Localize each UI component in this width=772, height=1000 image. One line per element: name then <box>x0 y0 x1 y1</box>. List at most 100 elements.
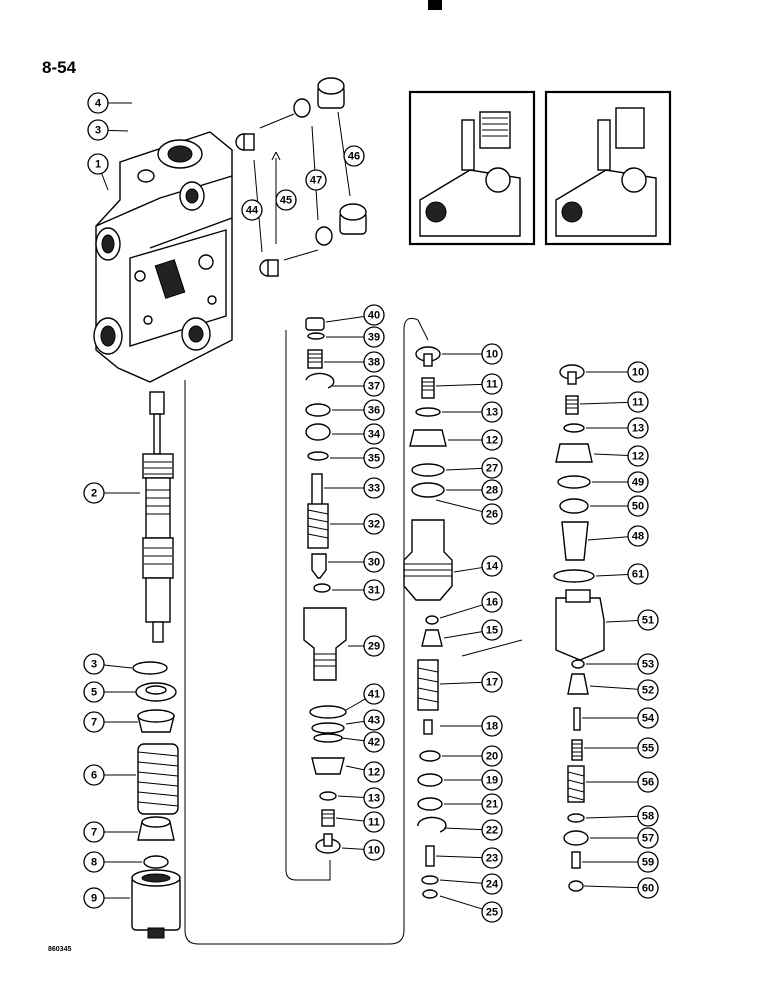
inset-image-right <box>544 90 672 246</box>
o-ring-47-upper <box>293 98 311 118</box>
callout-29: 29 <box>348 635 385 657</box>
callout-number: 13 <box>632 423 644 435</box>
callout-52: 52 <box>589 679 659 701</box>
callout-54: 54 <box>582 707 659 729</box>
callout-circle <box>363 351 385 373</box>
spool <box>142 391 174 643</box>
callout-50: 50 <box>590 495 649 517</box>
callout-number: 7 <box>91 717 97 729</box>
callout-18: 18 <box>440 715 503 737</box>
callout-number: 58 <box>642 811 654 823</box>
callout-number: 59 <box>642 857 654 869</box>
callout-circle <box>363 326 385 348</box>
callout-58: 58 <box>585 805 659 827</box>
callout-circle <box>83 681 105 703</box>
callout-26: 26 <box>435 499 503 525</box>
callout-circle <box>363 447 385 469</box>
callout-circle <box>481 401 503 423</box>
callout-22: 22 <box>443 819 503 841</box>
callout-12b: 12 <box>448 429 503 451</box>
callout-circle <box>83 653 105 675</box>
callout-36: 36 <box>332 399 385 421</box>
callout-40: 40 <box>325 304 385 326</box>
phantom-outline-inner <box>285 330 331 881</box>
callout-59: 59 <box>582 851 659 873</box>
callout-circle <box>343 145 365 167</box>
callout-61: 61 <box>595 563 649 585</box>
callout-leader <box>439 604 483 619</box>
spring-6 <box>137 743 179 815</box>
callout-circle <box>363 787 385 809</box>
plug-44-upper <box>235 133 255 151</box>
callout-leader <box>443 827 483 831</box>
callout-circle <box>481 429 503 451</box>
callout-30: 30 <box>328 551 385 573</box>
callout-circle <box>627 391 649 413</box>
callout-circle <box>637 877 659 899</box>
callout-60: 60 <box>583 877 659 899</box>
o-ring-3-lower <box>132 661 168 675</box>
callout-circle <box>363 683 385 705</box>
callout-number: 28 <box>486 485 498 497</box>
inset-image-left <box>408 90 536 246</box>
callout-circle <box>481 793 503 815</box>
cap-9 <box>131 869 181 939</box>
callout-circle <box>87 92 109 114</box>
callout-leader <box>345 765 365 771</box>
callout-7a: 7 <box>83 711 138 733</box>
callout-number: 20 <box>486 751 498 763</box>
callout-number: 57 <box>642 833 654 845</box>
spring-45-upper <box>259 113 295 129</box>
callout-number: 11 <box>486 379 498 391</box>
callout-leader <box>589 685 639 690</box>
callout-circle <box>481 555 503 577</box>
callout-57: 57 <box>590 827 659 849</box>
callout-circle <box>481 503 503 525</box>
callout-46: 46 <box>343 145 365 167</box>
phantom-outline <box>184 317 429 945</box>
callout-14: 14 <box>453 555 503 577</box>
o-ring-47-lower <box>315 226 333 246</box>
callout-leader <box>579 401 629 405</box>
callout-49: 49 <box>592 471 649 493</box>
title-fragment <box>428 0 442 10</box>
callout-leader <box>445 467 483 471</box>
callout-leader <box>345 698 366 711</box>
callout-41: 41 <box>345 683 385 711</box>
callout-circle <box>83 887 105 909</box>
callout-circle <box>481 873 503 895</box>
callout-number: 29 <box>368 641 380 653</box>
callout-number: 3 <box>91 659 97 671</box>
pointer-line <box>461 639 523 657</box>
callout-number: 11 <box>368 817 380 829</box>
callout-circle <box>363 477 385 499</box>
callout-circle <box>87 153 109 175</box>
callout-leader <box>585 815 639 819</box>
callout-leader <box>439 681 483 685</box>
callout-circle <box>83 851 105 873</box>
callout-leader <box>345 720 365 725</box>
callout-33: 33 <box>324 477 385 499</box>
callout-51: 51 <box>605 609 659 631</box>
callout-circle <box>305 169 327 191</box>
callout-13c: 13 <box>586 417 649 439</box>
callout-circle <box>275 189 297 211</box>
callout-circle <box>637 851 659 873</box>
callout-circle <box>481 769 503 791</box>
callout-circle <box>481 671 503 693</box>
callout-1: 1 <box>87 153 109 191</box>
callout-number: 35 <box>368 453 380 465</box>
callout-leader <box>583 885 639 889</box>
callout-number: 27 <box>486 463 498 475</box>
spring-45-lower <box>283 249 319 261</box>
callout-number: 10 <box>486 349 498 361</box>
callout-circle <box>627 495 649 517</box>
callout-circle <box>627 445 649 467</box>
callout-circle <box>637 737 659 759</box>
callout-number: 40 <box>368 310 380 322</box>
callout-4: 4 <box>87 92 132 114</box>
callout-circle <box>363 375 385 397</box>
callout-number: 56 <box>642 777 654 789</box>
callout-leader <box>103 664 133 669</box>
callout-number: 12 <box>632 451 644 463</box>
